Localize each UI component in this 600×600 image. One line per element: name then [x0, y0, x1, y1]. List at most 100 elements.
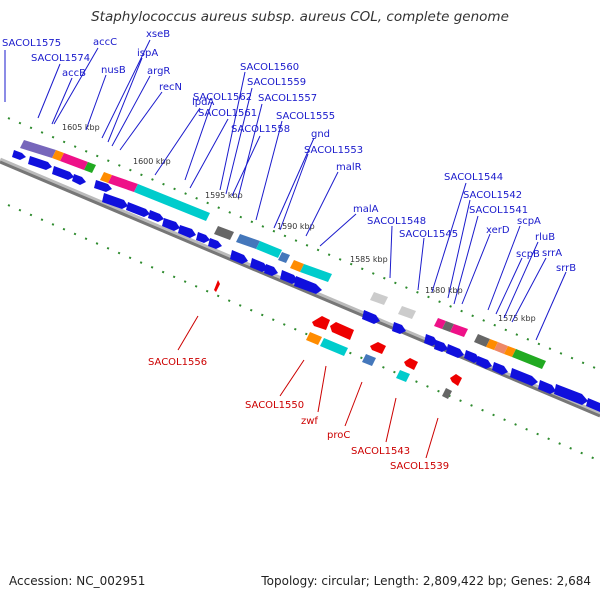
color-box-magenta-3	[434, 318, 446, 329]
gene-label-proc[interactable]: proC	[327, 430, 350, 441]
forward-arrow	[126, 202, 150, 217]
scale-label-1595kbp: 1595 kbp	[205, 191, 243, 200]
accession-text: Accession: NC_002951	[9, 574, 146, 588]
reverse-arrow	[330, 322, 354, 340]
forward-arrow	[446, 344, 464, 358]
gene-label-srra[interactable]: srrA	[542, 248, 562, 259]
color-box-cyan-rev-2	[396, 370, 410, 382]
color-box-cyan-3	[300, 264, 332, 282]
forward-arrow	[250, 258, 268, 272]
gene-label-sacol1544[interactable]: SACOL1544	[444, 172, 503, 183]
color-box-orange-2	[100, 172, 112, 183]
forward-arrow	[362, 310, 380, 324]
color-box-orange-4	[486, 339, 498, 350]
gene-label-recn[interactable]: recN	[159, 82, 182, 93]
color-box-gray-rev	[442, 388, 452, 399]
gene-label-mala[interactable]: malA	[353, 204, 379, 215]
gene-label-sacol1553[interactable]: SACOL1553	[304, 145, 363, 156]
gene-label-sacol1550[interactable]: SACOL1550	[245, 400, 304, 411]
forward-arrow	[28, 156, 52, 170]
color-box-magenta	[60, 153, 88, 170]
gene-label-sacol1541[interactable]: SACOL1541	[469, 205, 528, 216]
forward-arrow	[264, 264, 278, 276]
gene-label-sacol1556[interactable]: SACOL1556	[148, 357, 207, 368]
forward-arrow	[52, 166, 74, 180]
forward-arrow	[102, 193, 128, 209]
gene-label-scpa[interactable]: scpA	[517, 216, 541, 227]
reverse-arrow	[312, 316, 330, 330]
forward-arrow	[424, 334, 438, 346]
gene-label-xseb[interactable]: xseB	[146, 29, 170, 40]
forward-arrow	[554, 384, 588, 405]
gene-label-sacol1561[interactable]: SACOL1561	[198, 108, 257, 119]
gene-label-sacol1562[interactable]: SACOL1562	[193, 92, 252, 103]
forward-arrow	[492, 362, 508, 375]
forward-gene-labels: SACOL1575 SACOL1574 accC accB nusB xseB …	[2, 29, 576, 274]
color-box-lightgray	[370, 292, 388, 305]
color-box-orange-5	[504, 346, 516, 357]
color-box-gray-2	[442, 321, 454, 332]
scale-label-1575kbp: 1575 kbp	[498, 314, 536, 323]
gene-label-sacol1558[interactable]: SACOL1558	[231, 124, 290, 135]
gene-label-sacol1543[interactable]: SACOL1543	[351, 446, 410, 457]
color-box-orange-3	[290, 260, 304, 272]
gene-label-xerd[interactable]: xerD	[486, 225, 510, 236]
color-box-orange	[52, 150, 64, 161]
reverse-arrow	[404, 358, 418, 370]
gene-label-sacol1575[interactable]: SACOL1575	[2, 38, 61, 49]
forward-arrow	[208, 238, 222, 249]
gene-label-ispa[interactable]: ispA	[137, 48, 158, 59]
gene-label-rlub[interactable]: rluB	[535, 232, 555, 243]
reverse-leader-lines	[177, 315, 439, 459]
gene-label-argr[interactable]: argR	[147, 66, 170, 77]
forward-arrow	[178, 225, 196, 238]
gene-label-accb[interactable]: accB	[62, 68, 86, 79]
color-box-steelblue-rev	[362, 354, 376, 366]
color-box-magenta-4	[450, 324, 468, 337]
forward-arrow	[12, 150, 26, 160]
scale-label-1590kbp: 1590 kbp	[277, 222, 315, 231]
color-box-gray-3	[474, 334, 490, 347]
color-box-purple	[20, 140, 56, 158]
gene-label-zwf[interactable]: zwf	[301, 416, 318, 427]
color-box-green-2	[512, 349, 546, 369]
forward-arrow	[538, 380, 556, 394]
reverse-colored-track	[306, 332, 452, 399]
gene-label-accc[interactable]: accC	[93, 37, 117, 48]
color-box-cyan-2	[256, 241, 282, 258]
gene-label-sacol1559[interactable]: SACOL1559	[247, 77, 306, 88]
gene-label-sacol1555[interactable]: SACOL1555	[276, 111, 335, 122]
gene-label-sacol1560[interactable]: SACOL1560	[240, 62, 299, 73]
gene-label-sacol1557[interactable]: SACOL1557	[258, 93, 317, 104]
genome-info-text: Topology: circular; Length: 2,809,422 bp…	[261, 574, 591, 588]
forward-arrow	[230, 250, 248, 264]
gene-label-sacol1545[interactable]: SACOL1545	[399, 229, 458, 240]
gene-label-srrb[interactable]: srrB	[556, 263, 576, 274]
color-box-magenta-2	[108, 175, 138, 192]
color-box-cyan	[134, 184, 210, 221]
forward-arrow	[586, 398, 600, 412]
gene-label-gnd[interactable]: gnd	[311, 129, 330, 140]
scale-label-1600kbp: 1600 kbp	[133, 157, 171, 166]
gene-label-nusb[interactable]: nusB	[101, 65, 126, 76]
forward-arrow	[148, 210, 164, 222]
forward-arrow	[72, 174, 86, 185]
reverse-arrow-track	[214, 280, 462, 386]
scale-label-1605kbp: 1605 kbp	[62, 123, 100, 132]
gene-label-lpda[interactable]: lpdA	[192, 97, 214, 108]
forward-arrow	[510, 368, 538, 386]
gene-label-sacol1542[interactable]: SACOL1542	[463, 190, 522, 201]
scale-label-1585kbp: 1585 kbp	[350, 255, 388, 264]
gene-label-sacol1539[interactable]: SACOL1539	[390, 461, 449, 472]
forward-arrow	[464, 350, 480, 363]
gene-label-sacol1548[interactable]: SACOL1548	[367, 216, 426, 227]
map-title: Staphylococcus aureus subsp. aureus COL,…	[91, 9, 509, 25]
gene-label-scpb[interactable]: scpB	[516, 249, 540, 260]
forward-colored-track	[20, 140, 546, 369]
color-box-steelblue	[236, 234, 260, 249]
gene-label-malr[interactable]: malR	[336, 162, 362, 173]
gene-label-sacol1574[interactable]: SACOL1574	[31, 53, 90, 64]
forward-arrow	[476, 356, 492, 369]
